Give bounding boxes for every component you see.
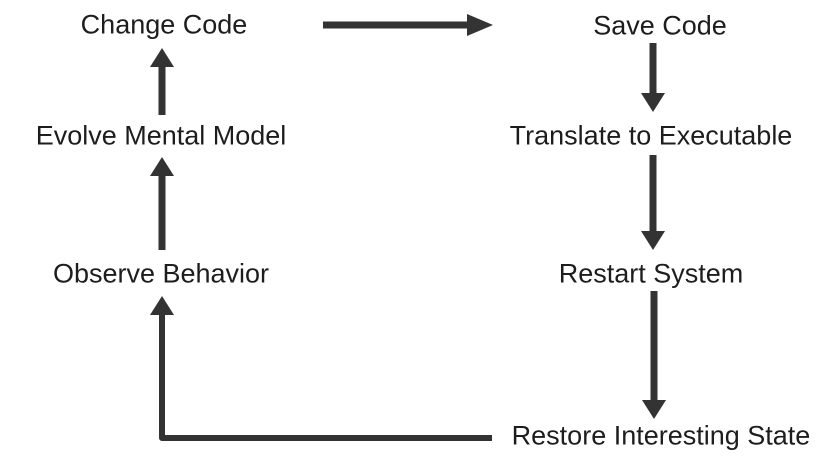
arrow-translate-to-restart (641, 155, 665, 250)
arrow-change-code-to-save-code (323, 14, 493, 36)
node-translate-to-executable: Translate to Executable (509, 120, 793, 151)
arrow-save-code-to-translate (641, 43, 665, 112)
node-save-code: Save Code (593, 10, 727, 41)
node-restart-system: Restart System (558, 258, 744, 289)
node-restore-interesting-state: Restore Interesting State (511, 420, 811, 451)
node-observe-behavior: Observe Behavior (52, 258, 270, 289)
arrow-evolve-to-change (150, 48, 174, 115)
arrow-observe-to-evolve (150, 157, 174, 250)
arrow-restore-to-observe (150, 296, 492, 441)
node-change-code: Change Code (80, 9, 248, 40)
arrow-restart-to-restore (642, 291, 666, 419)
node-evolve-mental-model: Evolve Mental Model (35, 120, 287, 151)
